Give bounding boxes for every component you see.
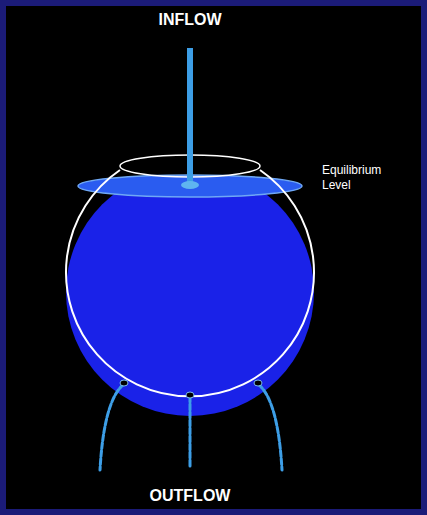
outflow-streams <box>100 384 282 470</box>
diagram-ground: INFLOW Equilibrium LevelOUTFLOW <box>6 6 421 509</box>
outflow-label: OUTFLOW <box>150 486 231 506</box>
level-label: Equilibrium Level <box>322 163 402 193</box>
splash <box>181 181 199 189</box>
inflow-label: INFLOW <box>158 10 221 30</box>
sphere-outline <box>66 170 314 396</box>
outflow-holes <box>120 380 262 398</box>
inflow-stream <box>187 48 193 184</box>
water <box>60 186 320 426</box>
tank-illustration <box>6 6 421 509</box>
